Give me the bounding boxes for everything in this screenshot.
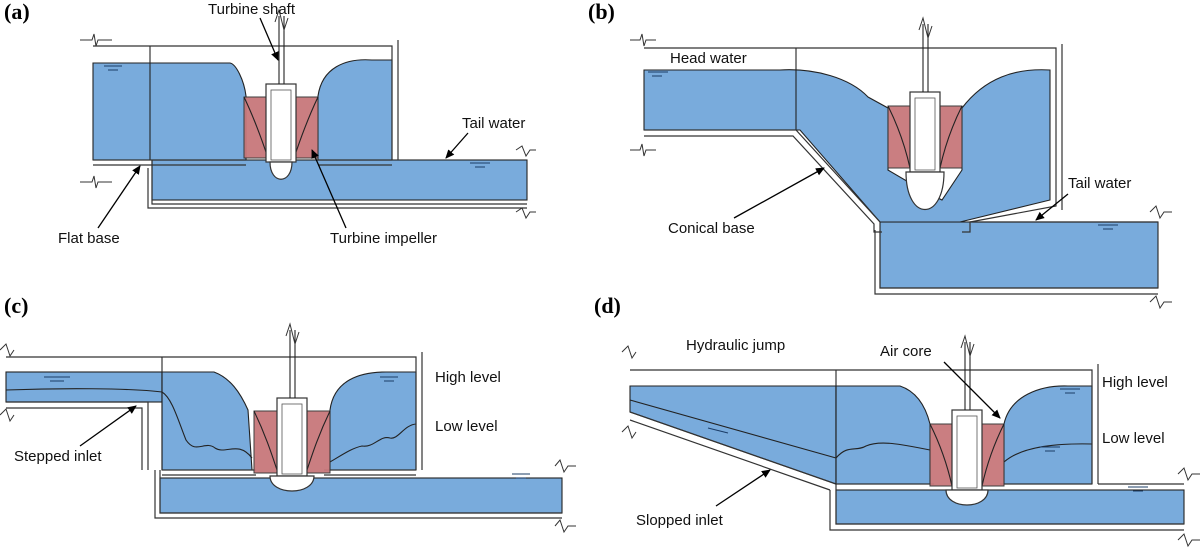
tail-water-channel bbox=[835, 489, 1185, 525]
label-stepped-inlet: Stepped inlet bbox=[14, 448, 102, 465]
label-high-level-d: High level bbox=[1102, 374, 1168, 391]
tail-water-channel bbox=[879, 221, 1159, 289]
tail-water-channel bbox=[159, 477, 563, 514]
basin-water bbox=[643, 69, 1051, 223]
inlet-water bbox=[629, 385, 837, 485]
panel-letter-d: (d) bbox=[594, 293, 621, 318]
label-air-core: Air core bbox=[880, 343, 932, 360]
label-tail-water-b: Tail water bbox=[1068, 175, 1131, 192]
label-hydraulic-jump: Hydraulic jump bbox=[686, 337, 785, 354]
basin-water bbox=[835, 385, 931, 485]
panel-letter-c: (c) bbox=[4, 293, 28, 318]
basin-water bbox=[92, 62, 247, 161]
label-conical-base: Conical base bbox=[668, 220, 755, 237]
basin-water bbox=[161, 371, 253, 471]
label-turbine-shaft: Turbine shaft bbox=[208, 1, 296, 18]
inlet-water bbox=[5, 371, 163, 403]
panel-a: (a) Turbine shaft Tail water Flat base T… bbox=[4, 0, 536, 247]
label-tail-water-a: Tail water bbox=[462, 115, 525, 132]
tail-water-channel bbox=[151, 159, 528, 201]
panel-letter-b: (b) bbox=[588, 0, 615, 24]
label-turbine-impeller: Turbine impeller bbox=[330, 230, 437, 247]
panel-b: (b) Head water Tail water Conical base bbox=[588, 0, 1172, 310]
label-low-level-c: Low level bbox=[435, 418, 498, 435]
label-high-level-c: High level bbox=[435, 369, 501, 386]
label-low-level-d: Low level bbox=[1102, 430, 1165, 447]
panel-d: (d) Hydraulic jump Air core High level L… bbox=[594, 293, 1200, 548]
panel-c: (c) High level Low level Stepped inlet bbox=[0, 293, 576, 534]
panel-letter-a: (a) bbox=[4, 0, 30, 24]
label-slopped-inlet: Slopped inlet bbox=[636, 512, 724, 529]
label-flat-base: Flat base bbox=[58, 230, 120, 247]
label-head-water: Head water bbox=[670, 50, 747, 67]
